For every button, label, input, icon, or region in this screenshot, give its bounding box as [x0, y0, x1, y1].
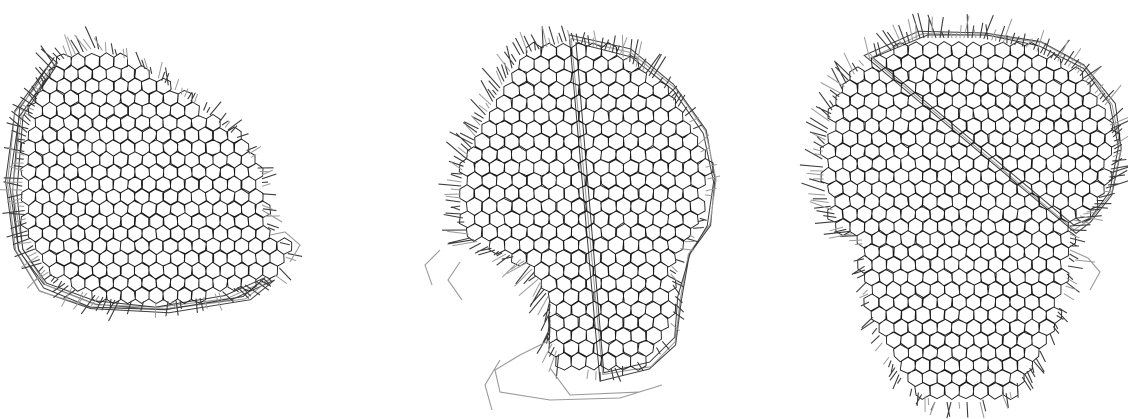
panel-2-loose-strands	[425, 250, 662, 410]
panel-1-loose-strands	[262, 210, 300, 262]
panel-2-cells	[459, 42, 713, 370]
mesh-panel-1	[0, 0, 330, 419]
panel-3-spines	[800, 13, 1128, 418]
panel-1-cells	[21, 53, 292, 304]
panel-1-honeycomb	[21, 53, 292, 304]
mesh-panel-2	[400, 0, 730, 419]
panel-2-honeycomb	[459, 42, 713, 370]
mesh-panel-3	[770, 0, 1128, 419]
